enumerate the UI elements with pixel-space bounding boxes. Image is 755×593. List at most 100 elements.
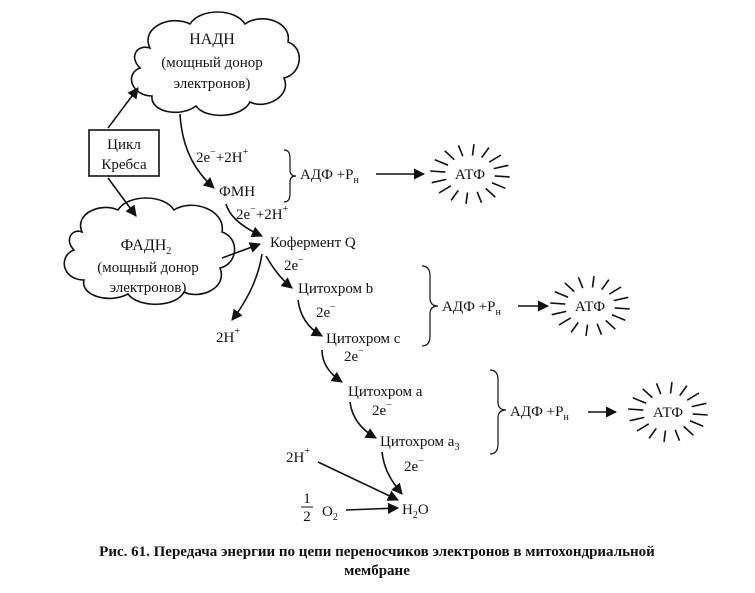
atp-ray [493, 164, 509, 170]
electrons-label-5: 2e− [344, 346, 364, 365]
electrons-label-3: 2e− [284, 255, 304, 274]
atp-burst-1-rays [430, 143, 510, 205]
atp-ray [481, 147, 490, 159]
atp-ray [591, 275, 595, 288]
arrow-krebs-to-fadh [107, 177, 137, 217]
atp-ray [613, 296, 629, 302]
atp-ray [686, 392, 700, 401]
atp-ray [558, 317, 572, 326]
electrons-label-2: 2e−+2H+ [236, 204, 289, 223]
atp-burst-1: АТФ [430, 143, 510, 205]
atp-label-2: АТФ [575, 299, 605, 315]
atp-ray [491, 182, 506, 189]
atp-label-1: АТФ [455, 167, 485, 183]
atp-ray [689, 420, 704, 427]
atp-ray [564, 282, 575, 293]
atp-ray [550, 302, 566, 305]
atp-ray [431, 178, 447, 184]
electrons-label-7: 2e− [404, 456, 424, 475]
fadh2-desc-line1: (мощный донор [97, 260, 199, 276]
brace-1 [283, 149, 297, 203]
atp-ray [692, 413, 708, 416]
adp-label-3: АДФ +Pн [510, 404, 569, 423]
arrow-cyta3-to-water [381, 451, 403, 495]
nadh-title: НАДН [189, 31, 235, 48]
atp-ray [450, 189, 459, 201]
protons-label-2: 2H+ [286, 446, 310, 466]
fmn-label: ФМН [219, 184, 255, 200]
atp-burst-2-rays [550, 275, 630, 337]
coq-label: Кофермент Q [270, 235, 356, 251]
half-denominator: 2 [303, 509, 311, 525]
krebs-line1: Цикл [107, 137, 141, 153]
atp-ray [596, 323, 603, 335]
arrow-oxygen-to-water [345, 502, 400, 514]
atp-ray [438, 185, 452, 194]
atp-ray [585, 324, 589, 337]
atp-ray [551, 310, 567, 316]
arrow-cytb-to-cytc [297, 299, 323, 337]
krebs-cycle-box: Цикл Кребса [88, 129, 160, 177]
arrow-fadh-to-coq [221, 242, 262, 259]
cytochrome-b-label: Цитохром b [298, 281, 373, 297]
fadh2-title: ФАДН2 [121, 237, 172, 257]
atp-ray [608, 286, 622, 295]
atp-ray [636, 423, 650, 432]
brace-3 [489, 369, 507, 455]
atp-ray [629, 416, 645, 422]
figure-caption-line1: Рис. 61. Передача энергии по цепи перено… [99, 544, 655, 560]
cytochrome-a3-label: Цитохром а3 [380, 434, 459, 453]
atp-ray [642, 388, 653, 399]
atp-ray [605, 319, 616, 330]
arrow-cytc-to-cyta [321, 349, 343, 383]
atp-ray [457, 145, 464, 157]
nadh-desc-line1: (мощный донор [161, 55, 263, 71]
atp-burst-3: АТФ [628, 381, 708, 443]
atp-label-3: АТФ [653, 405, 683, 421]
half-numerator: 1 [303, 491, 311, 507]
atp-ray [628, 408, 644, 411]
brace-2 [421, 265, 439, 347]
cytochrome-c-label: Цитохром с [326, 331, 401, 347]
atp-ray [476, 191, 483, 203]
atp-ray [570, 321, 579, 333]
half-oxygen: 1 2 O2 [301, 491, 338, 525]
atp-ray [683, 425, 694, 436]
arrow-coq-to-cytb [265, 255, 293, 289]
atp-ray [471, 143, 475, 156]
atp-burst-2: АТФ [550, 275, 630, 337]
atp-ray [485, 187, 496, 198]
water-label: H2O [402, 502, 429, 521]
atp-ray [663, 430, 667, 443]
atp-ray [434, 159, 449, 166]
atp-ray [430, 170, 446, 173]
atp-ray [601, 279, 610, 291]
atp-ray [614, 307, 630, 310]
atp-ray [632, 397, 647, 404]
arrow-cyta-to-cyta3 [349, 401, 377, 439]
fadh2-cloud: ФАДН2 (мощный донор электронов) [63, 197, 236, 305]
atp-ray [554, 291, 569, 298]
atp-ray [691, 402, 707, 408]
nadh-desc-line2: электронов) [174, 76, 251, 92]
atp-ray [669, 381, 673, 394]
fadh2-desc-line2: электронов) [110, 280, 187, 296]
krebs-line2: Кребса [101, 157, 147, 173]
figure-caption-line2: мембране [344, 563, 410, 579]
adp-label-2: АДФ +Pн [442, 299, 501, 318]
atp-ray [679, 385, 688, 397]
electrons-label-6: 2e− [372, 400, 392, 419]
atp-burst-3-rays [628, 381, 708, 443]
atp-ray [655, 383, 662, 395]
atp-ray [444, 150, 455, 161]
nadh-cloud: НАДН (мощный донор электронов) [130, 11, 300, 117]
cytochrome-a-label: Цитохром а [348, 384, 423, 400]
arrow-fmn-to-coq [225, 203, 264, 238]
electrons-label-1: 2e−+2H+ [196, 147, 249, 166]
arrow-krebs-to-nadh [107, 87, 139, 129]
atp-ray [648, 427, 657, 439]
adp-label-1: АДФ +Pн [300, 167, 359, 186]
atp-ray [465, 192, 469, 205]
oxygen-label: O2 [322, 504, 338, 523]
